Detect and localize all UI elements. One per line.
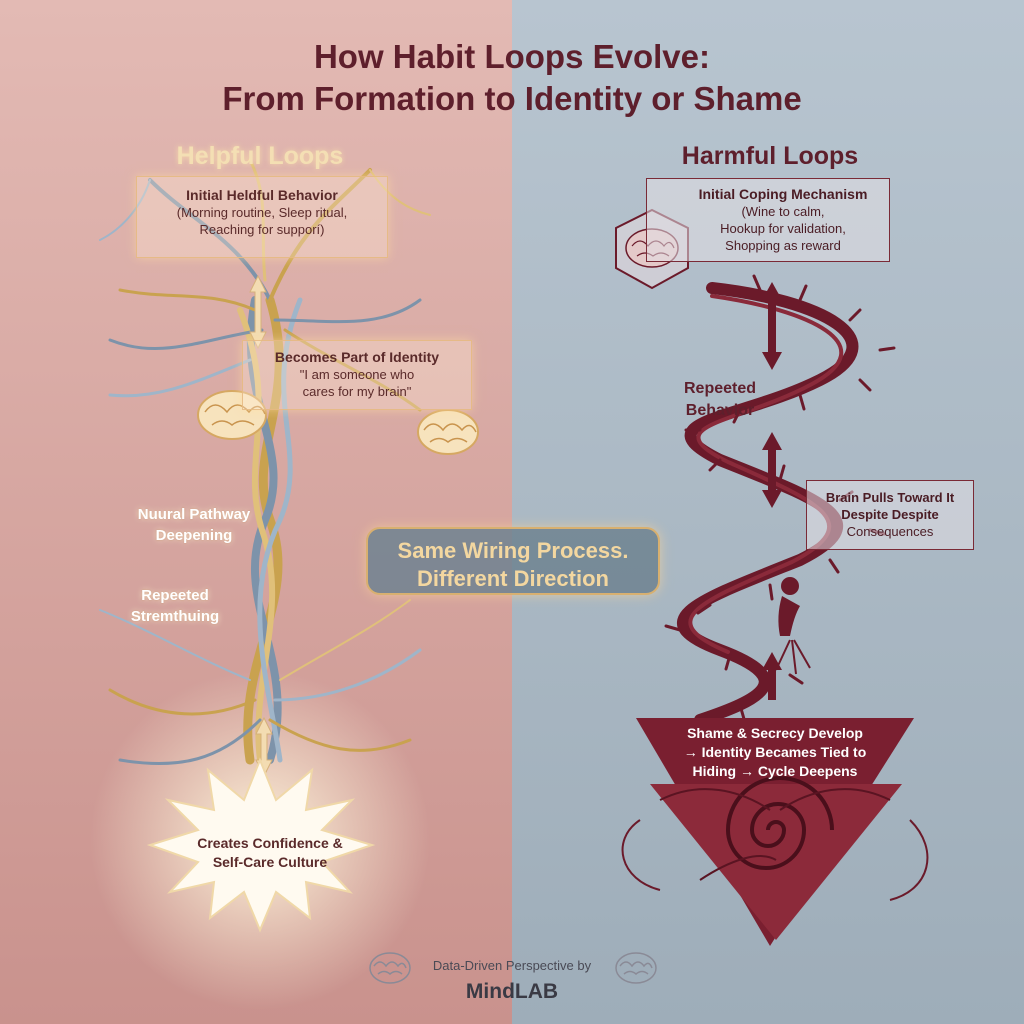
identity-box: Becomes Part of Identity "I am someone w… bbox=[242, 340, 472, 410]
center-line2: Different Direction bbox=[417, 566, 609, 591]
helpful-initial-title: Initial Heldful Behavior bbox=[186, 187, 338, 203]
brain-pulls-line3: Consequences bbox=[846, 524, 934, 539]
harmful-initial-line2: Hookup for validation, bbox=[720, 221, 846, 236]
shame-line2: → Identity Becames Tied to bbox=[683, 744, 867, 760]
brain-icon bbox=[197, 390, 267, 440]
repeated-behavior-label: Repeeted Behavior bbox=[660, 378, 780, 422]
brain-pulls-line2: Despite Despite bbox=[841, 507, 939, 522]
neural-pathway-label: Nuural Pathway Deepening bbox=[104, 504, 284, 546]
center-message: Same Wiring Process. Different Direction bbox=[366, 527, 660, 595]
page-title: How Habit Loops Evolve: From Formation t… bbox=[0, 36, 1024, 120]
brain-pulls-box: Brain Pulls Toward It Despite Despite Co… bbox=[806, 480, 974, 550]
title-line-1: How Habit Loops Evolve: bbox=[313, 38, 711, 75]
neural-pathway-line2: Deepening bbox=[155, 527, 233, 544]
confidence-outcome: Creates Confidence & Self-Care Culture bbox=[170, 834, 370, 872]
brain-icon bbox=[369, 952, 411, 984]
title-line-2: From Formation to Identity or Shame bbox=[222, 80, 802, 117]
footer-credit: Data-Driven Perspective by bbox=[432, 958, 592, 973]
helpful-initial-line2: Reaching for supporí) bbox=[199, 222, 325, 237]
harmful-initial-box: Initial Coping Mechanism (Wine to calm, … bbox=[646, 178, 890, 262]
harmful-loops-heading: Harmful Loops bbox=[681, 142, 859, 170]
harmful-initial-line1: (Wine to calm, bbox=[741, 204, 825, 219]
brain-icon bbox=[417, 409, 479, 455]
repeated-strengthening-label: Repeeted Stremthuing bbox=[100, 585, 250, 627]
center-line1: Same Wiring Process. bbox=[397, 538, 629, 563]
shame-secrecy-text: Shame & Secrecy Develop → Identity Becam… bbox=[640, 724, 910, 781]
brand-logo: MindLAB bbox=[465, 980, 559, 1003]
helpful-initial-box: Initial Heldful Behavior (Morning routin… bbox=[136, 176, 388, 258]
confidence-outcome-line2: Self-Care Culture bbox=[212, 854, 328, 870]
figure-silhouette bbox=[775, 577, 811, 675]
brain-pulls-line1: Brain Pulls Toward It bbox=[825, 490, 955, 505]
repeated-strengthening-line2: Stremthuing bbox=[130, 608, 220, 625]
helpful-initial-line1: (Morning routine, Sleep ritual, bbox=[176, 205, 348, 220]
helpful-loops-heading: Helpful Loops bbox=[176, 142, 344, 170]
neural-pathway-line1: Nuural Pathway bbox=[137, 506, 251, 523]
repeated-behavior-line2: Behavior bbox=[685, 402, 755, 419]
harmful-initial-line3: Shopping as reward bbox=[725, 238, 841, 253]
shame-line1: Shame & Secrecy Develop bbox=[687, 725, 863, 741]
repeated-strengthening-line1: Repeeted bbox=[141, 587, 209, 604]
double-arrow bbox=[762, 282, 782, 700]
identity-line1: "I am someone who bbox=[299, 367, 415, 382]
identity-title: Becomes Part of Identity bbox=[274, 349, 440, 365]
confidence-outcome-line1: Creates Confidence & bbox=[197, 835, 343, 851]
brain-icon bbox=[615, 952, 657, 984]
harmful-initial-title: Initial Coping Mechanism bbox=[698, 186, 868, 202]
starburst bbox=[146, 757, 376, 933]
shame-line3: Hiding → Cycle Deepens bbox=[692, 763, 858, 779]
identity-line2: cares for my brain" bbox=[302, 384, 412, 399]
spiral-vortex bbox=[621, 718, 929, 946]
repeated-behavior-line1: Repeeted bbox=[683, 380, 757, 397]
